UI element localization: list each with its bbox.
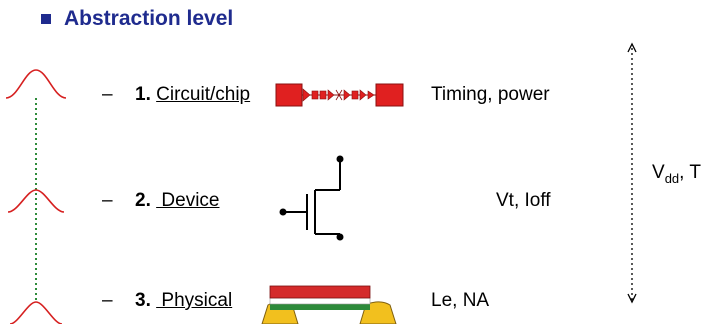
item-params: Timing, power [431, 84, 550, 105]
item-label: Device [156, 190, 220, 211]
item-physical-label: 3. Physical [135, 290, 232, 312]
item-circuit-label: 1. Circuit/chip [135, 84, 250, 106]
item-circuit: – [102, 84, 113, 106]
item-device-label: 2. Device [135, 190, 220, 212]
device-cross-section-icon [261, 285, 397, 324]
item-device: – [102, 190, 113, 212]
item-dash: – [102, 290, 113, 311]
item-physical: – [102, 290, 113, 312]
heading-bullet [41, 14, 51, 24]
item-params: Le, NA [431, 290, 490, 311]
item-label: Physical [156, 290, 233, 311]
item-number: 2. [135, 190, 151, 211]
item-label: Circuit/chip [156, 84, 251, 105]
transistor-symbol-icon [279, 155, 344, 241]
heading: Abstraction level [64, 7, 234, 30]
side-label: Vdd, T [652, 162, 701, 190]
distribution-curve-icon [7, 189, 65, 213]
distribution-curve-icon [9, 301, 63, 324]
item-params: Vt, Ioff [496, 190, 551, 211]
item-dash: – [102, 190, 113, 211]
item-number: 1. [135, 84, 151, 105]
item-dash: – [102, 84, 113, 105]
side-label-subscript: dd [664, 171, 680, 186]
distribution-curve-icon [5, 69, 67, 99]
range-double-arrow-icon [627, 42, 637, 304]
item-number: 3. [135, 290, 151, 311]
circuit-chain-icon [275, 83, 404, 107]
side-label-main: V [652, 162, 665, 183]
side-label-rest: , T [679, 162, 701, 183]
